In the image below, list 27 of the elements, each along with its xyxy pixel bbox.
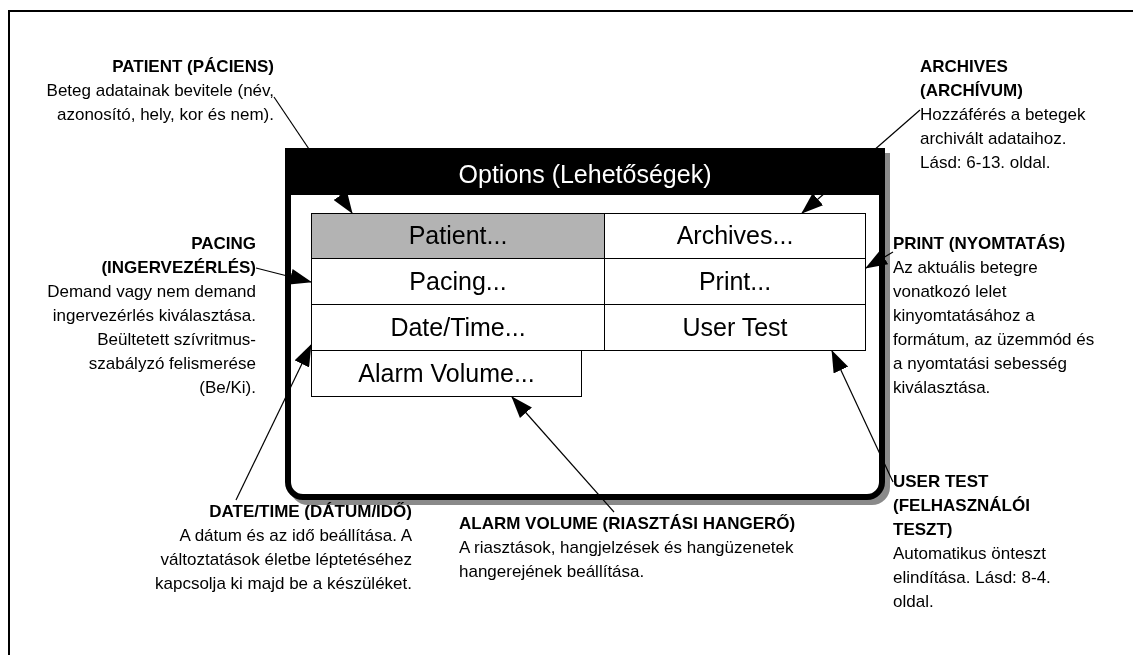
- callout-heading: PATIENT (PÁCIENS): [111, 56, 274, 78]
- menu-option: Alarm Volume...: [311, 350, 582, 397]
- callout-heading: PRINT (NYOMTATÁS): [893, 233, 1067, 255]
- callout-heading: PACING (INGERVEZÉRLÉS): [100, 233, 256, 279]
- arrow: [235, 344, 312, 501]
- callout-heading: ALARM VOLUME (RIASZTÁSI HANGERŐ): [459, 513, 797, 535]
- callout-description: Az aktuális betegre vonatkozó lelet kinyomtatásához a formátum, az üzemmód és a nyomtatási sebesség kiválasztása.: [893, 257, 1096, 399]
- menu-option: Patient...: [311, 213, 605, 259]
- callout-description: A dátum és az idő beállítása. A változtatások életbe léptetéséhez kapcsolja ki majd be a készüléket.: [153, 525, 412, 595]
- callout-heading: DATE/TIME (DÁTUM/IDŐ): [208, 501, 412, 523]
- menu-option: User Test: [604, 304, 866, 351]
- arrow: [273, 96, 353, 214]
- callout-heading: ARCHIVES (ARCHÍVUM): [920, 56, 1024, 102]
- arrow: [865, 250, 894, 269]
- arrow: [801, 109, 921, 214]
- arrow: [511, 396, 615, 513]
- arrow: [255, 267, 312, 285]
- callout-description: Automatikus önteszt elindítása. Lásd: 8-4. oldal.: [893, 543, 1052, 613]
- arrow: [831, 350, 894, 483]
- dialog-title: Options (Lehetőségek): [291, 154, 879, 195]
- menu-option: Date/Time...: [311, 304, 605, 351]
- callout-description: Demand vagy nem demand ingervezérlés kiválasztása. Beültetett szívritmus-szabályzó felismerése (Be/Ki).: [46, 281, 256, 399]
- callout-description: Hozzáférés a betegek archivált adataihoz. Lásd: 6-13. oldal.: [920, 104, 1087, 174]
- callout-heading: USER TEST (FELHASZNÁLÓI TESZT): [893, 471, 1031, 541]
- menu-option: Archives...: [604, 213, 866, 259]
- callout-description: Beteg adatainak bevitele (név, azonosító, hely, kor és nem).: [45, 80, 274, 126]
- callout-description: A riasztások, hangjelzések és hangüzenetek hangerejének beállítása.: [459, 537, 795, 583]
